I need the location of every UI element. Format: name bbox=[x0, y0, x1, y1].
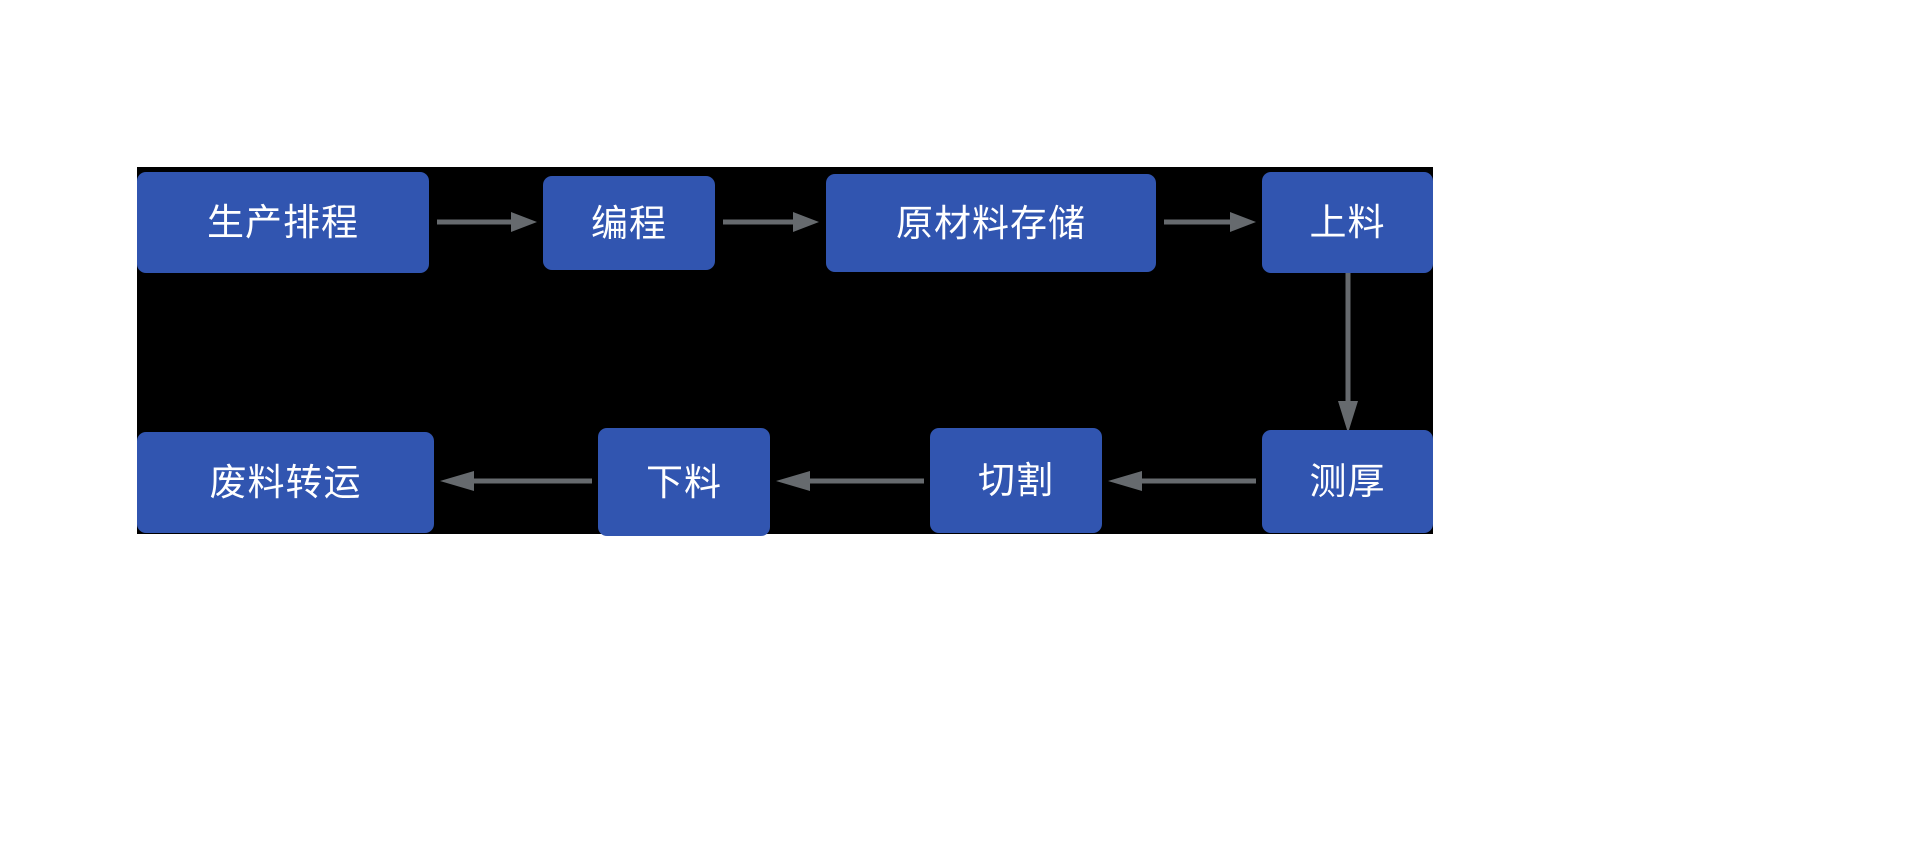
node-production-scheduling[interactable]: 生产排程 bbox=[137, 172, 429, 273]
node-cutting[interactable]: 切割 bbox=[930, 428, 1102, 533]
arrow-programming-to-material bbox=[723, 206, 819, 238]
arrow-thickness-to-cutting bbox=[1108, 465, 1256, 497]
arrow-cutting-to-unloading bbox=[776, 465, 924, 497]
arrow-scheduling-to-programming bbox=[437, 206, 537, 238]
node-programming[interactable]: 编程 bbox=[543, 176, 715, 270]
arrow-loading-to-thickness bbox=[1332, 273, 1364, 433]
node-loading[interactable]: 上料 bbox=[1262, 172, 1433, 273]
node-unloading[interactable]: 下料 bbox=[598, 428, 770, 536]
arrow-unloading-to-scrap bbox=[440, 465, 592, 497]
node-raw-material-storage[interactable]: 原材料存储 bbox=[826, 174, 1156, 272]
node-thickness-measurement[interactable]: 测厚 bbox=[1262, 430, 1433, 533]
node-scrap-transfer[interactable]: 废料转运 bbox=[137, 432, 434, 533]
arrow-material-to-loading bbox=[1164, 206, 1256, 238]
